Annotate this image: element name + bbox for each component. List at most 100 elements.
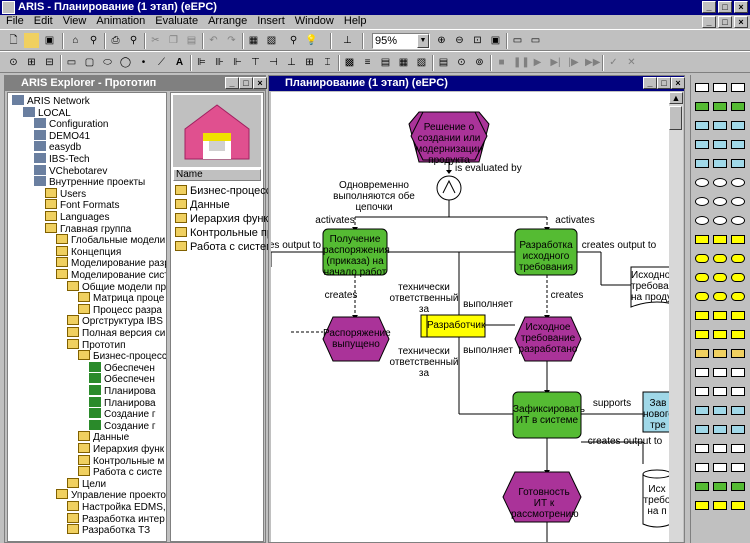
tree-node[interactable]: DEMO41: [34, 129, 90, 142]
palette-symbol[interactable]: [695, 444, 709, 453]
zoom-out-icon[interactable]: ⊖: [455, 35, 464, 46]
diagram-vertical-scrollbar[interactable]: ▲: [669, 92, 683, 542]
palette-symbol[interactable]: [695, 159, 709, 168]
palette-symbol[interactable]: [695, 368, 709, 377]
menu-edit[interactable]: Edit: [33, 15, 53, 27]
new-icon[interactable]: 🗋: [9, 35, 18, 46]
list-item[interactable]: Данные: [175, 199, 230, 211]
list-item[interactable]: Контрольные прим: [175, 227, 287, 239]
open-icon[interactable]: [24, 33, 39, 48]
lightbulb-icon[interactable]: 💡: [305, 35, 318, 46]
palette-symbol[interactable]: [695, 235, 709, 244]
align-left-icon[interactable]: ⊫: [197, 57, 206, 68]
tree-node[interactable]: Моделирование систе: [56, 269, 166, 281]
palette-symbol[interactable]: [731, 102, 745, 111]
tree-node[interactable]: Работа с систе: [78, 466, 162, 478]
rectangle-icon[interactable]: ▭: [66, 57, 77, 68]
tree-node[interactable]: Цели: [67, 477, 106, 490]
palette-symbol[interactable]: [731, 482, 745, 491]
palette-symbol[interactable]: [713, 197, 727, 206]
dot-icon[interactable]: •: [141, 57, 146, 68]
palette-symbol[interactable]: [713, 387, 727, 396]
tree-node[interactable]: Создание г: [89, 419, 156, 432]
tree-node[interactable]: Configuration: [34, 118, 108, 130]
event-ready-for-review[interactable]: Готовность ИТ к рассмотрению: [511, 487, 579, 520]
palette-symbol[interactable]: [713, 273, 727, 282]
align-center-icon[interactable]: ⊪: [215, 57, 224, 68]
palette-symbol[interactable]: [731, 178, 745, 187]
menu-arrange[interactable]: Arrange: [208, 15, 248, 27]
stop-icon[interactable]: ■: [498, 57, 505, 68]
tree-node[interactable]: Бизнес-процесс: [78, 350, 166, 362]
system-component[interactable]: Зав нового тре: [643, 398, 669, 431]
palette-symbol[interactable]: [695, 292, 709, 301]
tree-node[interactable]: Создание г: [89, 408, 156, 420]
tree-node[interactable]: ARIS Network: [12, 95, 90, 107]
tree-node[interactable]: Полная версия си: [67, 327, 165, 339]
arrange-icon[interactable]: ▧: [416, 57, 427, 68]
menu-animation[interactable]: Animation: [96, 15, 146, 27]
ellipse-icon[interactable]: ⬭: [103, 57, 112, 68]
palette-symbol[interactable]: [713, 83, 727, 92]
explorer-icon[interactable]: ⌂: [72, 35, 79, 46]
palette-symbol[interactable]: [731, 197, 745, 206]
tree-node[interactable]: Users: [45, 187, 86, 200]
palette-symbol[interactable]: [731, 349, 745, 358]
redo-icon[interactable]: ↷: [227, 35, 236, 46]
tree-node[interactable]: Планирова: [89, 396, 156, 409]
doc-restore-button[interactable]: □: [718, 16, 732, 28]
element-icon[interactable]: ⊟: [45, 57, 54, 68]
palette-symbol[interactable]: [695, 482, 709, 491]
document-requirement-bottom[interactable]: Исх требо на п: [643, 484, 669, 517]
palette-symbol[interactable]: [731, 444, 745, 453]
palette-symbol[interactable]: [695, 254, 709, 263]
find-icon[interactable]: ⚲: [89, 35, 98, 46]
tree-node[interactable]: Данные: [78, 431, 129, 443]
palette-symbol[interactable]: [713, 311, 727, 320]
tree-node[interactable]: Глобальные модели к: [56, 234, 166, 246]
palette-symbol[interactable]: [731, 463, 745, 472]
diagram-minimize-button[interactable]: _: [643, 77, 657, 89]
font-icon[interactable]: ▤: [380, 57, 391, 68]
zoom-page-icon[interactable]: ▣: [490, 35, 501, 46]
palette-symbol[interactable]: [695, 387, 709, 396]
spacing-icon[interactable]: ⌶: [324, 57, 331, 68]
function-fix-requirement[interactable]: Зафиксировать ИТ в системе: [513, 404, 585, 426]
palette-symbol[interactable]: [695, 406, 709, 415]
layout-icon[interactable]: ▧: [266, 35, 277, 46]
copy-icon[interactable]: ❐: [169, 35, 178, 46]
palette-symbol[interactable]: [731, 216, 745, 225]
palette-symbol[interactable]: [731, 387, 745, 396]
undo-icon[interactable]: ↶: [209, 35, 218, 46]
menu-view[interactable]: View: [62, 15, 87, 27]
palette-symbol[interactable]: [695, 425, 709, 434]
pointer-icon[interactable]: ⊙: [9, 57, 18, 68]
tree-node[interactable]: Контрольные м: [78, 454, 164, 467]
diagram-maximize-button[interactable]: □: [657, 77, 671, 89]
palette-symbol[interactable]: [713, 254, 727, 263]
palette-symbol[interactable]: [731, 292, 745, 301]
menu-file[interactable]: File: [6, 15, 24, 27]
palette-symbol[interactable]: [695, 273, 709, 282]
tree-node[interactable]: IBS-Tech: [34, 153, 90, 165]
palette-symbol[interactable]: [695, 102, 709, 111]
search-icon[interactable]: ⚲: [289, 35, 298, 46]
palette-symbol[interactable]: [713, 444, 727, 453]
tree-node[interactable]: Главная группа: [45, 222, 131, 235]
tree-node[interactable]: LOCAL: [23, 106, 71, 119]
palette-symbol[interactable]: [713, 406, 727, 415]
preview-icon[interactable]: ⚲: [129, 35, 138, 46]
palette-symbol[interactable]: [695, 83, 709, 92]
tree-node[interactable]: Моделирование разра: [56, 257, 166, 269]
cancel-icon[interactable]: ✕: [627, 57, 636, 68]
doc-close-button[interactable]: ×: [734, 16, 748, 28]
tree-node[interactable]: VChebotarev: [34, 164, 107, 177]
palette-symbol[interactable]: [731, 235, 745, 244]
menu-insert[interactable]: Insert: [257, 15, 285, 27]
diagram-close-button[interactable]: ×: [671, 77, 685, 89]
step-icon[interactable]: |▶: [568, 57, 579, 68]
list-header-name[interactable]: Name: [173, 169, 261, 181]
palette-symbol[interactable]: [731, 140, 745, 149]
align-right-icon[interactable]: ⊩: [233, 57, 242, 68]
tree-node[interactable]: Прототип: [67, 338, 125, 351]
